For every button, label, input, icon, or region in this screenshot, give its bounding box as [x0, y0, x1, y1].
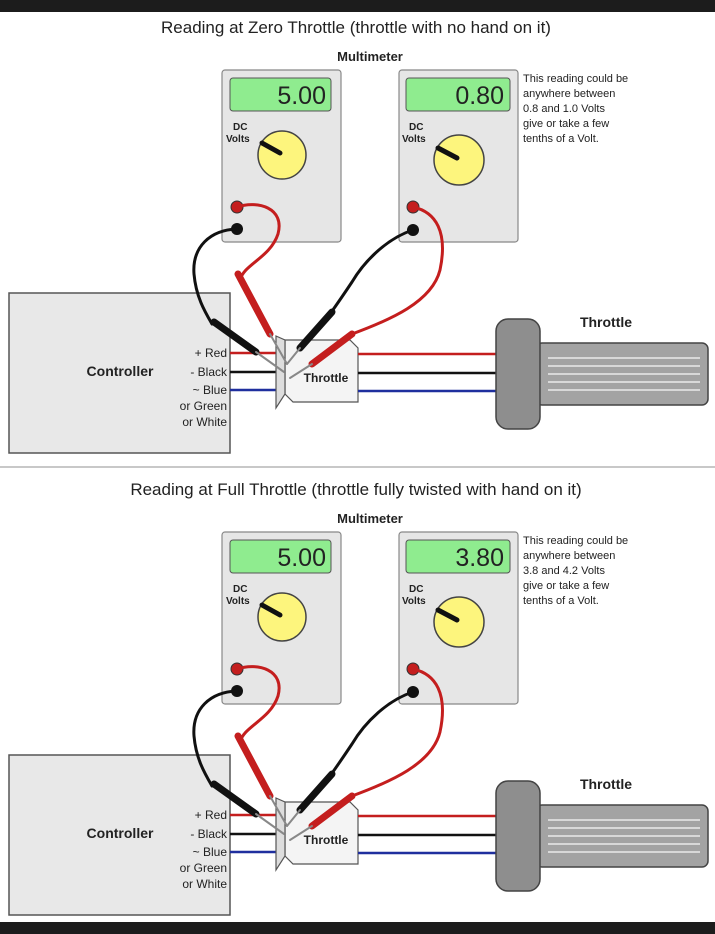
wire-label: or White [182, 415, 227, 429]
probe-leads-left [192, 203, 288, 373]
controller-wires [230, 351, 276, 392]
connector-label: Throttle [304, 371, 349, 385]
reading-note: This reading could be anywhere between 3… [523, 535, 628, 607]
note-line: anywhere between [523, 550, 615, 562]
throttle-label: Throttle [580, 314, 632, 330]
note-line: This reading could be [523, 73, 628, 85]
lcd-display [405, 539, 511, 574]
note-line: 0.8 and 1.0 Volts [523, 103, 605, 115]
note-line: This reading could be [523, 535, 628, 547]
multimeter-right: 0.80 DC Volts [398, 69, 519, 243]
selector-knob [433, 596, 485, 648]
dc-label: DC [233, 122, 247, 133]
lcd-reading: 3.80 [455, 544, 504, 572]
lcd-display [229, 539, 332, 574]
controller-box: Controller + Red - Black ~ Blue or Green… [8, 292, 231, 454]
multimeter-right: 3.80 DC Volts [398, 531, 519, 705]
wire-label: or Green [180, 399, 227, 413]
panel-divider [0, 466, 715, 468]
throttle-label: Throttle [580, 776, 632, 792]
volts-label: Volts [402, 596, 426, 607]
dc-label: DC [409, 584, 423, 595]
wire-label: - Black [190, 365, 228, 379]
lcd-display [405, 77, 511, 112]
probe-leads-left [192, 665, 288, 835]
connector-label: Throttle [304, 833, 349, 847]
controller-label: Controller [87, 825, 154, 841]
zero-throttle-panel: Reading at Zero Throttle (throttle with … [0, 12, 715, 467]
probe-leads-right [286, 667, 444, 841]
dc-label: DC [409, 122, 423, 133]
controller-label: Controller [87, 363, 154, 379]
throttle-grip: Throttle [495, 314, 709, 430]
selector-knob [257, 130, 307, 180]
note-line: 3.8 and 4.2 Volts [523, 565, 605, 577]
lcd-reading: 5.00 [277, 544, 326, 572]
bottom-nav-bar [0, 922, 715, 934]
wire-label: ~ Blue [193, 383, 228, 397]
wire-label: + Red [195, 808, 227, 822]
note-line: give or take a few [523, 118, 609, 130]
controller-box: Controller + Red - Black ~ Blue or Green… [8, 754, 231, 916]
throttle-connector: Throttle [275, 797, 359, 873]
dc-label: DC [233, 584, 247, 595]
note-line: anywhere between [523, 88, 615, 100]
wire-label: or Green [180, 861, 227, 875]
wire-label: ~ Blue [193, 845, 228, 859]
note-line: tenths of a Volt. [523, 595, 599, 607]
lcd-reading: 0.80 [455, 82, 504, 110]
multimeter-left: 5.00 DC Volts [221, 531, 342, 705]
multimeter-caption: Multimeter [337, 49, 403, 64]
probe-leads-right [286, 205, 444, 379]
lcd-reading: 5.00 [277, 82, 326, 110]
controller-wires [230, 813, 276, 854]
throttle-wires [358, 814, 500, 855]
throttle-grip: Throttle [495, 776, 709, 892]
full-throttle-panel: Reading at Full Throttle (throttle fully… [0, 474, 715, 929]
wire-label: - Black [190, 827, 228, 841]
volts-label: Volts [226, 596, 250, 607]
multimeter-left: 5.00 DC Volts [221, 69, 342, 243]
diagram-title: Reading at Zero Throttle (throttle with … [161, 18, 551, 37]
multimeter-caption: Multimeter [337, 511, 403, 526]
selector-knob [257, 592, 307, 642]
note-line: give or take a few [523, 580, 609, 592]
note-line: tenths of a Volt. [523, 133, 599, 145]
throttle-wires [358, 352, 500, 393]
diagram-title: Reading at Full Throttle (throttle fully… [130, 480, 581, 499]
volts-label: Volts [226, 134, 250, 145]
wire-label: + Red [195, 346, 227, 360]
top-status-bar [0, 0, 715, 12]
reading-note: This reading could be anywhere between 0… [523, 73, 628, 145]
wire-label: or White [182, 877, 227, 891]
selector-knob [433, 134, 485, 186]
volts-label: Volts [402, 134, 426, 145]
throttle-connector: Throttle [275, 335, 359, 411]
lcd-display [229, 77, 332, 112]
